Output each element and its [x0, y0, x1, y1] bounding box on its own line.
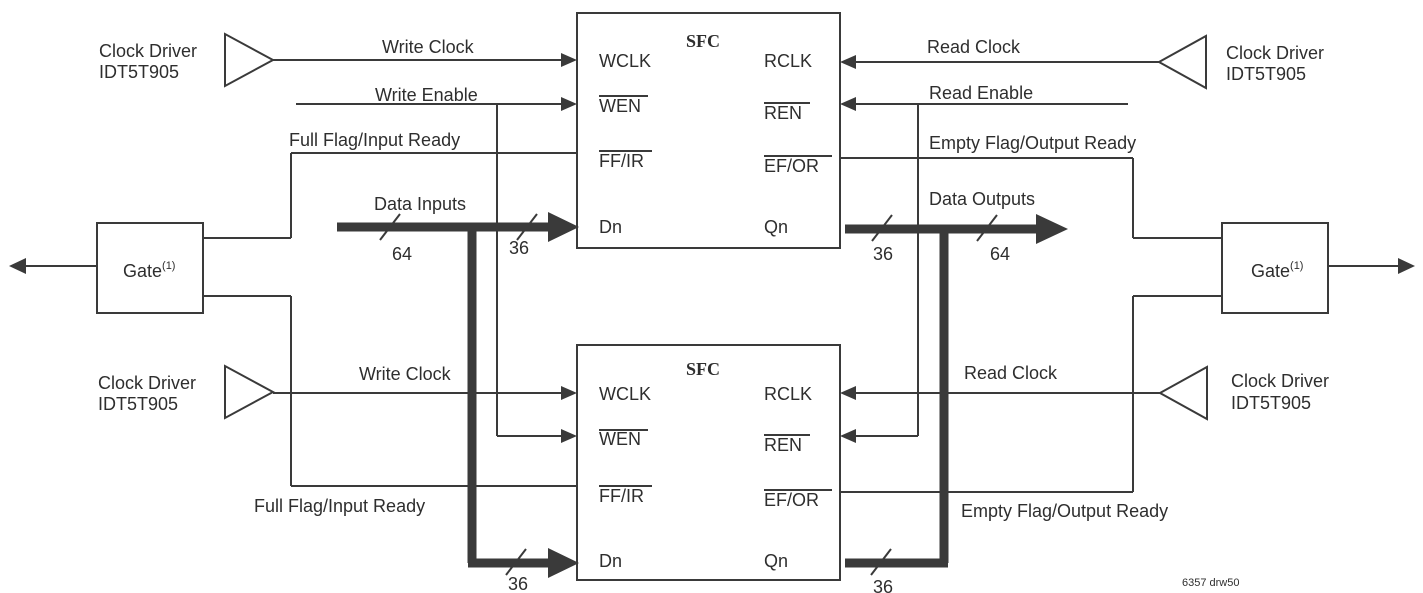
sfc-top-box	[576, 12, 841, 249]
full-flag-top-wire	[203, 152, 577, 239]
drawing-id: 6357 drw50	[1182, 577, 1240, 589]
buffer-icon	[224, 32, 276, 88]
clock-driver-bottom-right: Clock Driver IDT5T905	[1157, 365, 1329, 421]
clock-driver-label: Clock Driver	[99, 41, 197, 61]
sfc-top-efor: EF/OR	[764, 156, 819, 176]
buffer-icon	[224, 364, 276, 420]
sfc-bottom-dn: Dn	[599, 551, 622, 571]
gate-left-label: Gate(1)	[123, 260, 175, 281]
write-clock-top-wire	[273, 53, 577, 67]
gate-left-box	[96, 222, 204, 314]
clock-driver-top-right: Clock Driver IDT5T905	[1156, 34, 1324, 90]
bus-width-qn-top: 36	[873, 244, 893, 264]
sfc-top-title: SFC	[686, 31, 720, 51]
sfc-top-ffir: FF/IR	[599, 151, 644, 171]
write-clock-bottom-label: Write Clock	[359, 364, 452, 384]
bus-slash	[870, 548, 892, 576]
clock-driver-part: IDT5T905	[98, 394, 178, 414]
arrowhead	[548, 212, 579, 242]
clock-driver-part: IDT5T905	[1226, 64, 1306, 84]
sfc-bottom-title: SFC	[686, 359, 720, 379]
bus-width-dn-top: 36	[509, 238, 529, 258]
bus-slash	[516, 213, 538, 241]
arrowhead	[548, 548, 579, 578]
sfc-bottom: SFC WCLK WEN FF/IR Dn RCLK REN EF/OR Qn	[576, 344, 841, 581]
sfc-top-qn: Qn	[764, 217, 788, 237]
sfc-top-ren: REN	[764, 103, 802, 123]
write-enable-label: Write Enable	[375, 85, 478, 105]
arrowhead	[840, 386, 856, 400]
clock-driver-top-left: Clock Driver IDT5T905	[99, 32, 276, 88]
read-clock-top-label: Read Clock	[927, 37, 1021, 57]
read-clock-bottom-label: Read Clock	[964, 363, 1058, 383]
arrowhead	[561, 97, 577, 111]
sfc-top-wen: WEN	[599, 96, 641, 116]
arrowhead	[840, 55, 856, 69]
read-clock-top-wire	[840, 55, 1159, 69]
empty-flag-top-label: Empty Flag/Output Ready	[929, 133, 1136, 153]
sfc-top-wclk: WCLK	[599, 51, 651, 71]
arrowhead	[9, 258, 26, 274]
gate-right-label: Gate(1)	[1251, 260, 1303, 281]
sfc-bottom-wen: WEN	[599, 429, 641, 449]
bus-width-qn-bottom: 36	[873, 577, 893, 593]
buffer-icon	[1157, 365, 1208, 421]
sfc-bottom-rclk: RCLK	[764, 384, 812, 404]
bus-width-dn-bottom: 36	[508, 574, 528, 593]
data-output-bus	[845, 214, 1068, 576]
sfc-bottom-box	[576, 344, 841, 581]
arrowhead	[561, 53, 577, 67]
data-input-bus	[337, 212, 579, 578]
arrowhead	[1036, 214, 1068, 244]
full-flag-top-label: Full Flag/Input Ready	[289, 130, 460, 150]
arrowhead	[1398, 258, 1415, 274]
gate-left: Gate(1)	[96, 222, 204, 314]
sfc-bottom-ffir: FF/IR	[599, 486, 644, 506]
full-flag-bottom-label: Full Flag/Input Ready	[254, 496, 425, 516]
bus-width-data-in: 64	[392, 244, 412, 264]
sfc-top-dn: Dn	[599, 217, 622, 237]
gate-right-output	[1328, 258, 1415, 274]
gate-right-box	[1221, 222, 1329, 314]
sfc-bottom-ren: REN	[764, 435, 802, 455]
arrowhead	[840, 429, 856, 443]
arrowhead	[561, 429, 577, 443]
write-enable-wire	[296, 97, 577, 443]
bus-slash	[379, 213, 401, 241]
sfc-bottom-efor: EF/OR	[764, 490, 819, 510]
write-clock-top-label: Write Clock	[382, 37, 475, 57]
read-enable-label: Read Enable	[929, 83, 1033, 103]
read-clock-bottom-wire	[840, 386, 1160, 400]
empty-flag-bottom-label: Empty Flag/Output Ready	[961, 501, 1168, 521]
clock-driver-label: Clock Driver	[1231, 371, 1329, 391]
sfc-bottom-qn: Qn	[764, 551, 788, 571]
sfc-bottom-wclk: WCLK	[599, 384, 651, 404]
data-outputs-label: Data Outputs	[929, 189, 1035, 209]
clock-driver-part: IDT5T905	[1231, 393, 1311, 413]
buffer-icon	[1156, 34, 1207, 90]
clock-driver-part: IDT5T905	[99, 62, 179, 82]
arrowhead	[561, 386, 577, 400]
clock-driver-label: Clock Driver	[98, 373, 196, 393]
sfc-top: SFC WCLK WEN FF/IR Dn RCLK REN EF/OR Qn	[576, 12, 841, 249]
empty-flag-top-wire	[840, 157, 1222, 239]
bus-slash	[871, 214, 893, 242]
sfc-top-rclk: RCLK	[764, 51, 812, 71]
gate-right: Gate(1)	[1221, 222, 1329, 314]
bus-slash	[505, 548, 527, 576]
write-clock-bottom-wire	[273, 386, 577, 400]
arrowhead	[840, 97, 856, 111]
full-flag-bottom-wire	[203, 295, 577, 487]
data-inputs-label: Data Inputs	[374, 194, 466, 214]
gate-left-output	[9, 258, 97, 274]
bus-slash	[976, 214, 998, 242]
clock-driver-label: Clock Driver	[1226, 43, 1324, 63]
bus-width-data-out: 64	[990, 244, 1010, 264]
read-enable-wire	[840, 97, 1128, 443]
clock-driver-bottom-left: Clock Driver IDT5T905	[98, 364, 276, 420]
